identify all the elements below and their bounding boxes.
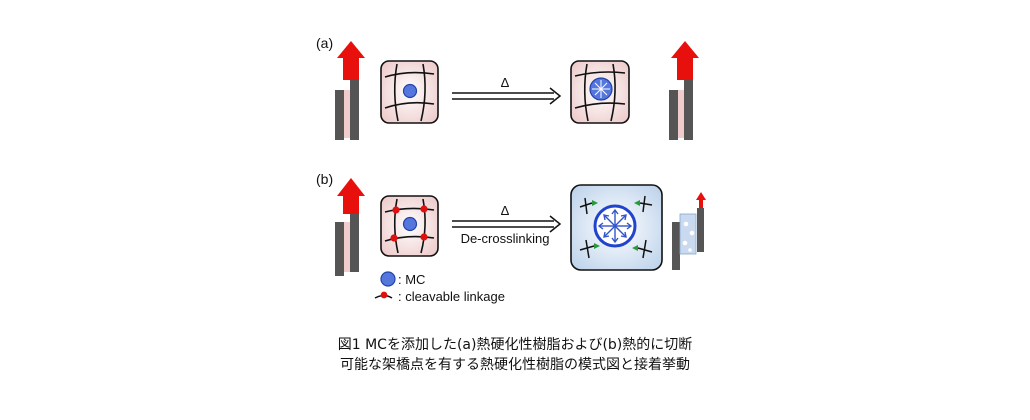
adhesive-layer: [344, 90, 350, 138]
caption-line-1: 図1 MCを添加した(a)熱硬化性樹脂および(b)熱的に切断: [337, 337, 693, 353]
green-chain-ends: [592, 200, 640, 251]
panel-b-left-joint: [335, 178, 365, 276]
panel-a: (a) Δ: [316, 35, 699, 140]
panel-b: (b): [316, 171, 706, 304]
legend-linkage-label: : cleavable linkage: [398, 289, 505, 304]
panel-b-label: (b): [316, 171, 333, 187]
legend-mc-icon: [380, 271, 396, 287]
heat-arrow-a: Δ: [452, 75, 562, 105]
caption-line-2: 可能な架橋点を有する熱硬化性樹脂の模式図と接着挙動: [340, 357, 690, 373]
polymer-network: [384, 63, 435, 122]
pull-arrow-small: [696, 192, 706, 208]
mc-particle: [402, 83, 418, 99]
legend-mc-label: : MC: [398, 272, 425, 287]
lower-plate: [335, 90, 344, 140]
figure-caption: 図1 MCを添加した(a)熱硬化性樹脂および(b)熱的に切断 可能な架橋点を有す…: [0, 335, 1030, 375]
heat-symbol-a: Δ: [501, 75, 510, 90]
mc-particle: [402, 216, 418, 232]
panel-a-left-joint: [335, 41, 365, 140]
network-box-crosslinked: [380, 60, 439, 124]
schematic-figure: (a) Δ: [316, 35, 706, 304]
pull-arrow-large: [337, 178, 365, 214]
legend: : MC : cleavable linkage: [374, 271, 505, 304]
panel-a-right-joint: [669, 41, 699, 140]
legend-linkage-icon: [374, 291, 393, 299]
decrosslinking-label: De-crosslinking: [461, 231, 550, 246]
expansion-rays: [592, 80, 610, 98]
upper-plate: [350, 80, 359, 140]
cleaved-fragments: [579, 195, 653, 259]
panel-b-right-joint: [672, 192, 706, 270]
network-box-cleavable: [380, 195, 439, 257]
network-box-expanded-mc: [570, 60, 630, 124]
pull-arrow-large: [671, 41, 699, 80]
pull-arrow-large: [337, 41, 365, 80]
heat-symbol-b: Δ: [501, 203, 510, 218]
cleavable-linkages: [390, 205, 428, 242]
network-box-decrosslinked: [570, 184, 663, 271]
decrosslink-arrow: Δ De-crosslinking: [452, 203, 562, 246]
expansion-arrows: [597, 208, 633, 244]
panel-a-label: (a): [316, 35, 333, 51]
